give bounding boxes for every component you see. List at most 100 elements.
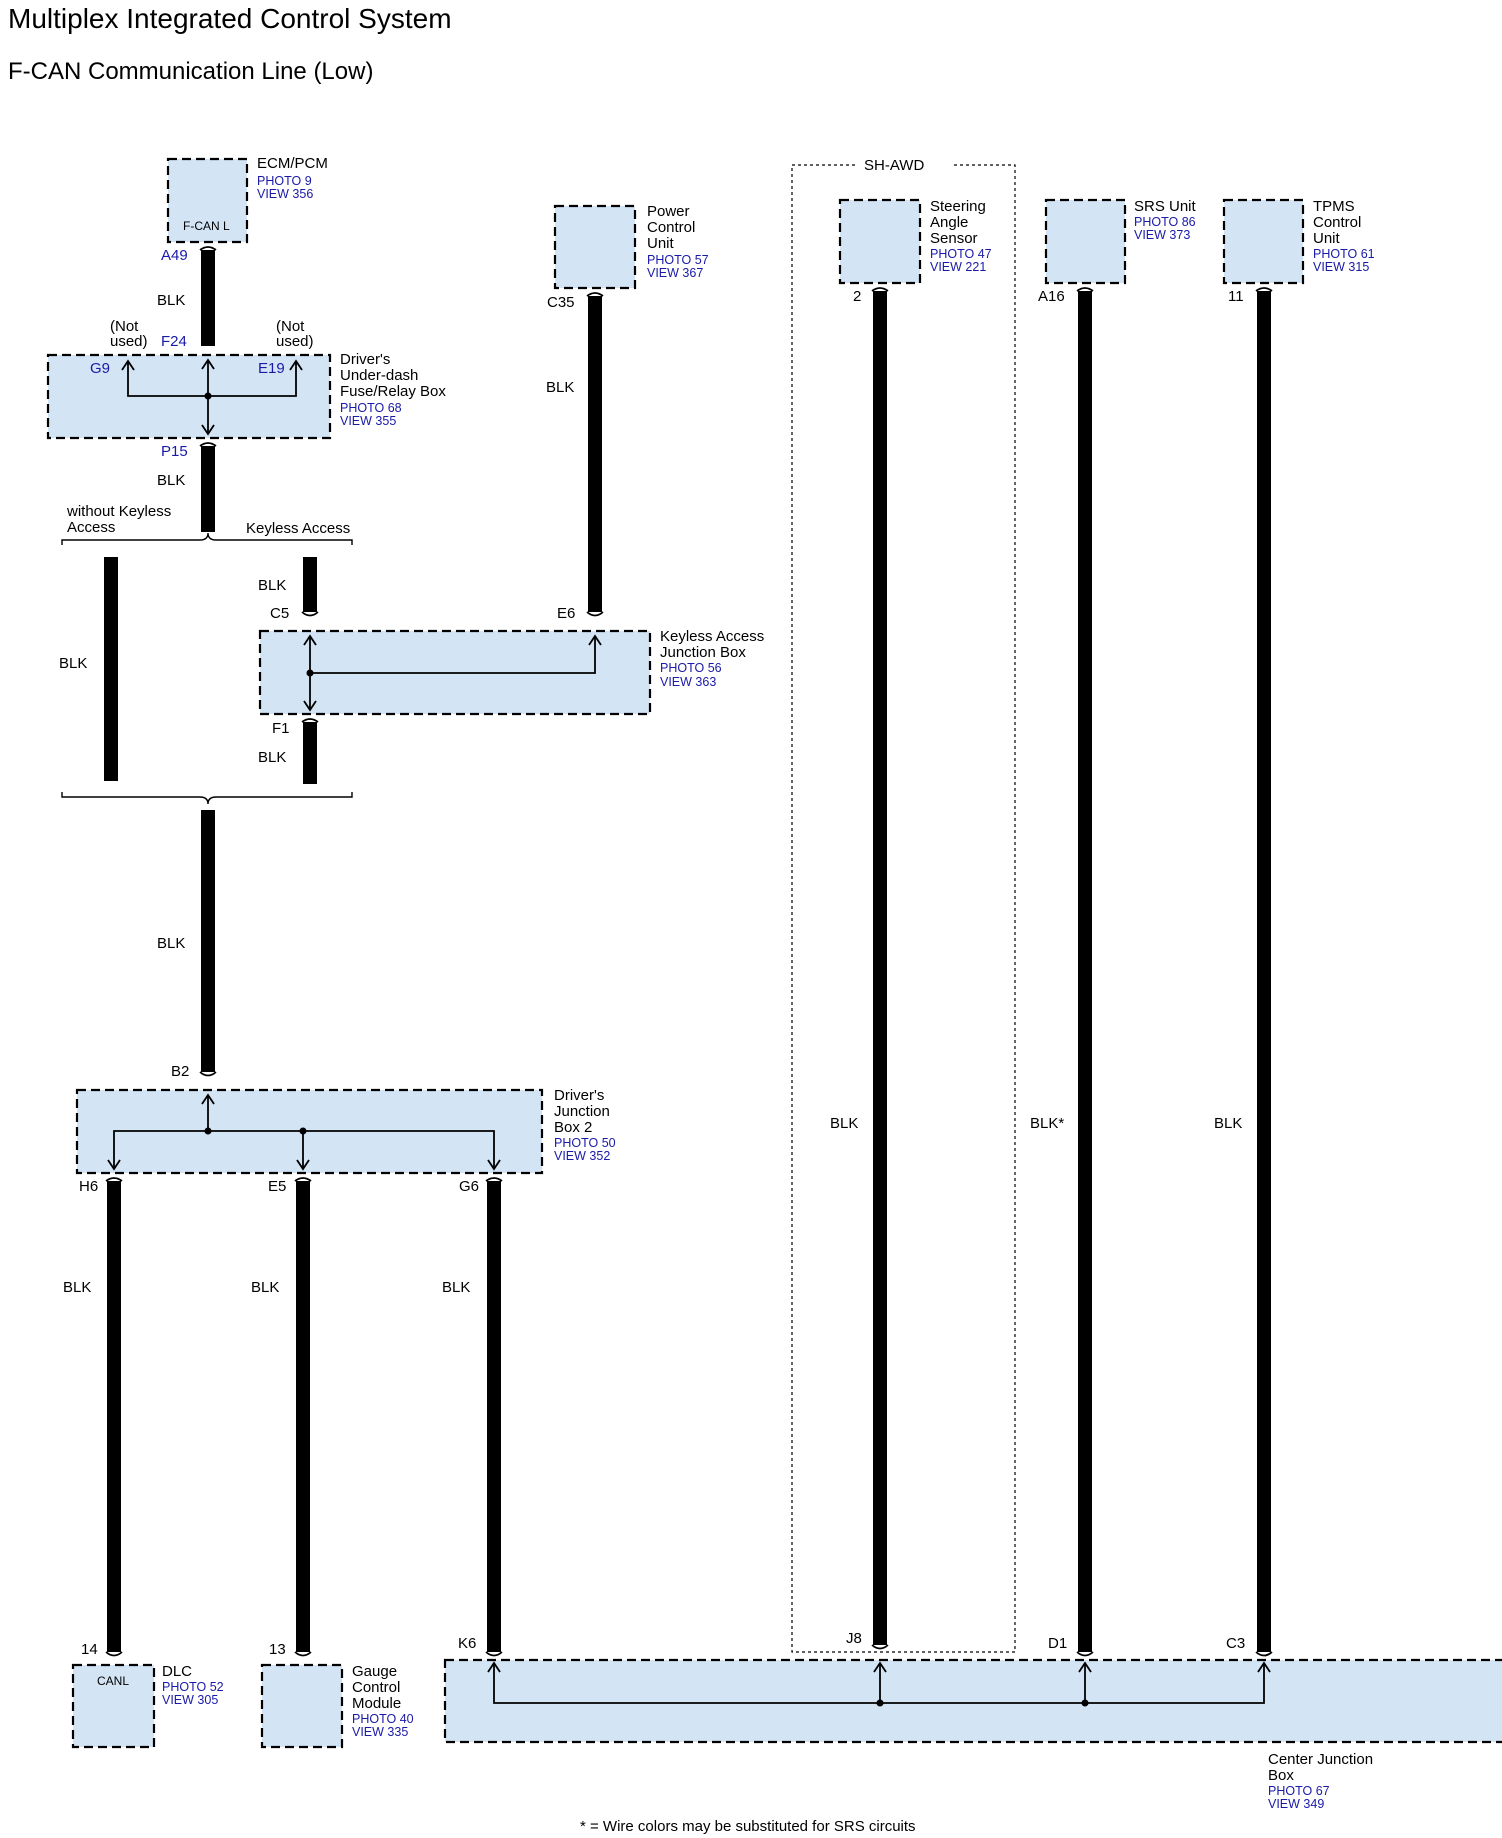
keyless-internal-bus: [310, 636, 596, 674]
dlc-inner-label: CANL: [97, 1674, 129, 1688]
steering-pin-2: 2: [853, 288, 861, 305]
gauge-control-module-connector: Gauge Control Module PHOTO 40 VIEW 335 1…: [260, 1641, 414, 1749]
ecm-pcm-name: ECM/PCM: [257, 155, 328, 172]
fuse-photo-ref: PHOTO 68: [340, 401, 402, 415]
steering-angle-sensor-connector: Steering Angle Sensor PHOTO 47 VIEW 221 …: [838, 198, 992, 305]
pcu-name-1: Power: [647, 203, 690, 220]
wire-label-blk-12: BLK: [1214, 1115, 1242, 1132]
fuse-pin-f24: F24: [161, 333, 187, 350]
ecm-inner-label: F-CAN L: [183, 219, 230, 233]
fuse-not-used-right-2: used): [276, 333, 314, 350]
srs-name: SRS Unit: [1134, 198, 1197, 215]
keyless-view-ref: VIEW 363: [660, 675, 716, 689]
ecm-photo-ref: PHOTO 9: [257, 174, 312, 188]
djb2-name-1: Driver's: [554, 1087, 604, 1104]
wire-label-blk-8: BLK: [63, 1279, 91, 1296]
wire-cap-j8: [871, 1644, 889, 1650]
pcu-box: [553, 204, 637, 290]
wire-label-blk-srs: BLK*: [1030, 1115, 1064, 1132]
branch-without-keyless-2: Access: [67, 519, 115, 536]
dlc-photo-ref: PHOTO 52: [162, 1680, 224, 1694]
power-control-unit-connector: Power Control Unit PHOTO 57 VIEW 367 C35: [547, 203, 709, 311]
cjb-pin-k6: K6: [458, 1635, 476, 1652]
keyless-junction-dot: [306, 669, 314, 677]
fuse-name-3: Fuse/Relay Box: [340, 383, 446, 400]
keyless-name-2: Junction Box: [660, 644, 746, 661]
srs-photo-ref: PHOTO 86: [1134, 215, 1196, 229]
wire-label-blk-11: BLK: [830, 1115, 858, 1132]
cjb-pin-c3: C3: [1226, 1635, 1245, 1652]
cjb-junction-dot-1: [876, 1699, 884, 1707]
tpms-control-unit-connector: TPMS Control Unit PHOTO 61 VIEW 315 11: [1222, 198, 1375, 305]
wire-label-blk-4: BLK: [258, 577, 286, 594]
wire-cap-c3: [1255, 1651, 1273, 1657]
djb2-junction-dot-2: [299, 1127, 307, 1135]
tpms-name-2: Control: [1313, 214, 1361, 231]
sh-awd-region: [791, 164, 1016, 1653]
fuse-arrow-g9: [121, 359, 135, 371]
srs-footnote: * = Wire colors may be substituted for S…: [580, 1818, 916, 1835]
gauge-photo-ref: PHOTO 40: [352, 1712, 414, 1726]
keyless-pin-c5: C5: [270, 605, 289, 622]
steering-name-2: Angle: [930, 214, 968, 231]
diagram-title: Multiplex Integrated Control System: [8, 3, 452, 34]
gauge-box: [260, 1663, 344, 1749]
srs-unit-connector: SRS Unit PHOTO 86 VIEW 373 A16: [1038, 198, 1197, 305]
djb2-name-3: Box 2: [554, 1119, 592, 1136]
wire-cap-h6: [105, 1177, 123, 1182]
ecm-pin-a49: A49: [161, 247, 188, 264]
wire-cap-e5: [294, 1177, 312, 1182]
gauge-name-1: Gauge: [352, 1663, 397, 1680]
dlc-connector: CANL DLC PHOTO 52 VIEW 305 14: [71, 1641, 224, 1749]
keyless-photo-ref: PHOTO 56: [660, 661, 722, 675]
cjb-photo-ref: PHOTO 67: [1268, 1784, 1330, 1798]
wire-cap-g6: [485, 1177, 503, 1182]
cjb-pin-d1: D1: [1048, 1635, 1067, 1652]
wire-cap-e6: [586, 611, 604, 617]
steering-view-ref: VIEW 221: [930, 260, 986, 274]
djb2-pin-h6: H6: [79, 1178, 98, 1195]
fuse-not-used-left-1: (Not: [110, 318, 139, 335]
branch-bracket-bottom: [61, 792, 353, 805]
fuse-name-1: Driver's: [340, 351, 390, 368]
wire-cap-k6: [485, 1651, 503, 1657]
cjb-view-ref: VIEW 349: [1268, 1797, 1324, 1811]
under-dash-fuse-relay-box: (Not used) (Not used) F24 G9 E19 P15 Dri…: [46, 318, 446, 460]
djb2-view-ref: VIEW 352: [554, 1149, 610, 1163]
keyless-pin-e6: E6: [557, 605, 575, 622]
srs-pin-a16: A16: [1038, 288, 1065, 305]
fuse-pin-e19: E19: [258, 360, 285, 377]
wire-label-blk-10: BLK: [442, 1279, 470, 1296]
srs-box: [1044, 198, 1127, 285]
djb2-pin-e5: E5: [268, 1178, 286, 1195]
keyless-arrow-c5: [303, 634, 317, 646]
djb2-photo-ref: PHOTO 50: [554, 1136, 616, 1150]
fuse-junction-dot: [204, 392, 212, 400]
pcu-name-2: Control: [647, 219, 695, 236]
cjb-junction-dot-2: [1081, 1699, 1089, 1707]
cjb-pin-j8: J8: [846, 1630, 862, 1647]
tpms-pin-11: 11: [1228, 288, 1244, 305]
wire-label-blk-1: BLK: [157, 292, 185, 309]
fuse-arrow-p15: [201, 424, 215, 436]
fuse-not-used-right-1: (Not: [276, 318, 305, 335]
djb2-arrow-g6: [487, 1159, 501, 1171]
wire-cap-ecm: [199, 246, 217, 251]
center-junction-box: K6 J8 D1 C3 Center Junction Box PHOTO 67…: [443, 1630, 1502, 1811]
gauge-view-ref: VIEW 335: [352, 1725, 408, 1739]
wire-label-blk-9: BLK: [251, 1279, 279, 1296]
djb2-arrow-e5: [296, 1159, 310, 1171]
fuse-arrow-e19: [289, 359, 303, 371]
wire-label-blk-7: BLK: [157, 935, 185, 952]
wire-label-blk-6: BLK: [258, 749, 286, 766]
wire-cap-tpms: [1255, 287, 1273, 292]
djb2-arrow-b2: [201, 1093, 215, 1105]
wire-cap-d1: [1076, 1651, 1094, 1657]
fuse-pin-g9: G9: [90, 360, 110, 377]
cjb-name-1: Center Junction: [1268, 1751, 1373, 1768]
dlc-name: DLC: [162, 1663, 192, 1680]
cjb-arrow-c3: [1257, 1661, 1271, 1673]
cjb-arrow-d1: [1078, 1661, 1092, 1673]
